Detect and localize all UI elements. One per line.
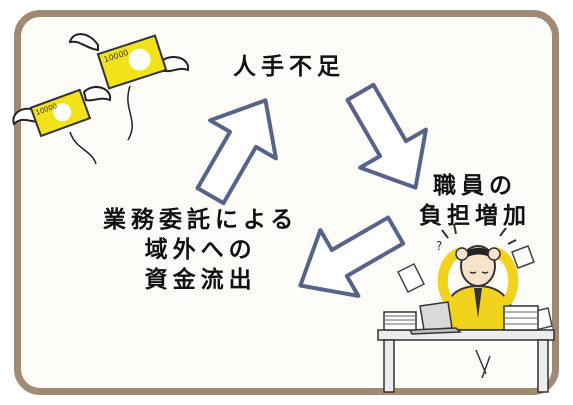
flying-money-icon: 10000 xyxy=(12,85,112,165)
stressed-worker-icon: ? xyxy=(377,223,555,393)
cycle-arrow-icon xyxy=(175,79,301,217)
label-line: 人手不足 xyxy=(233,54,345,80)
label-outsourcing-outflow: 業務委託による 域外への 資金流出 xyxy=(103,205,298,295)
label-staff-burden: 職員の 負担増加 xyxy=(419,171,531,231)
label-line: 業務委託による xyxy=(103,207,299,233)
label-line: 職員の xyxy=(433,173,517,199)
label-line: 負担増加 xyxy=(419,203,531,229)
label-line: 資金流出 xyxy=(144,267,257,293)
cycle-arrow-icon xyxy=(279,195,417,321)
flying-money-icon: 10000 xyxy=(68,33,190,141)
label-line: 域外への xyxy=(144,237,257,263)
label-labor-shortage: 人手不足 xyxy=(233,52,345,82)
svg-text:?: ? xyxy=(436,239,442,253)
